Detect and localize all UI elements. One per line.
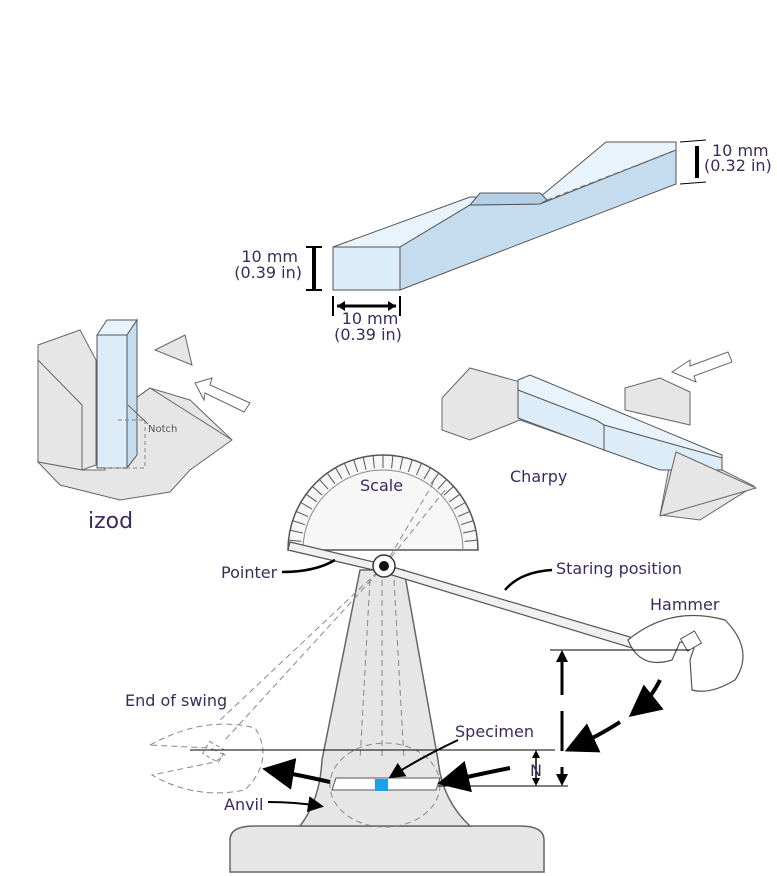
scale-dial [287,454,479,551]
charpy-setup: Charpy [441,351,758,521]
specimen-marker [375,779,388,791]
specimen-label: Specimen [455,722,534,741]
notch-depth-label-in: (0.32 in) [704,156,772,175]
width-label-in: (0.39 in) [334,325,402,344]
height-label-in: (0.39 in) [234,263,302,282]
n-label: N [530,761,542,780]
height-dimension: 10 mm (0.39 in) [234,246,322,291]
izod-setup: Notch izod [36,318,251,534]
start-leader [504,568,553,591]
anvil-label: Anvil [224,795,263,814]
impact-machine: N Scale Pointer Staring position Hammer … [125,454,744,873]
pointer-leader [281,558,336,574]
izod-title: izod [88,509,133,534]
notch-depth-label: 10 mm [712,141,769,160]
specimen-bar [332,141,677,291]
notch-depth-dimension: 10 mm (0.32 in) [679,139,772,185]
pointer-label: Pointer [221,563,278,582]
scale-label: Scale [360,476,403,495]
width-label: 10 mm [342,309,399,328]
charpy-title: Charpy [510,467,567,486]
anvil-leader [267,796,324,813]
height-label: 10 mm [241,247,298,266]
notch-label: Notch [148,424,177,435]
width-dimension: 10 mm (0.39 in) [332,296,402,344]
hammer-label: Hammer [650,595,720,614]
specimen-leader [388,739,459,779]
end-of-swing-label: End of swing [125,691,227,710]
starting-position-label: Staring position [556,559,682,578]
